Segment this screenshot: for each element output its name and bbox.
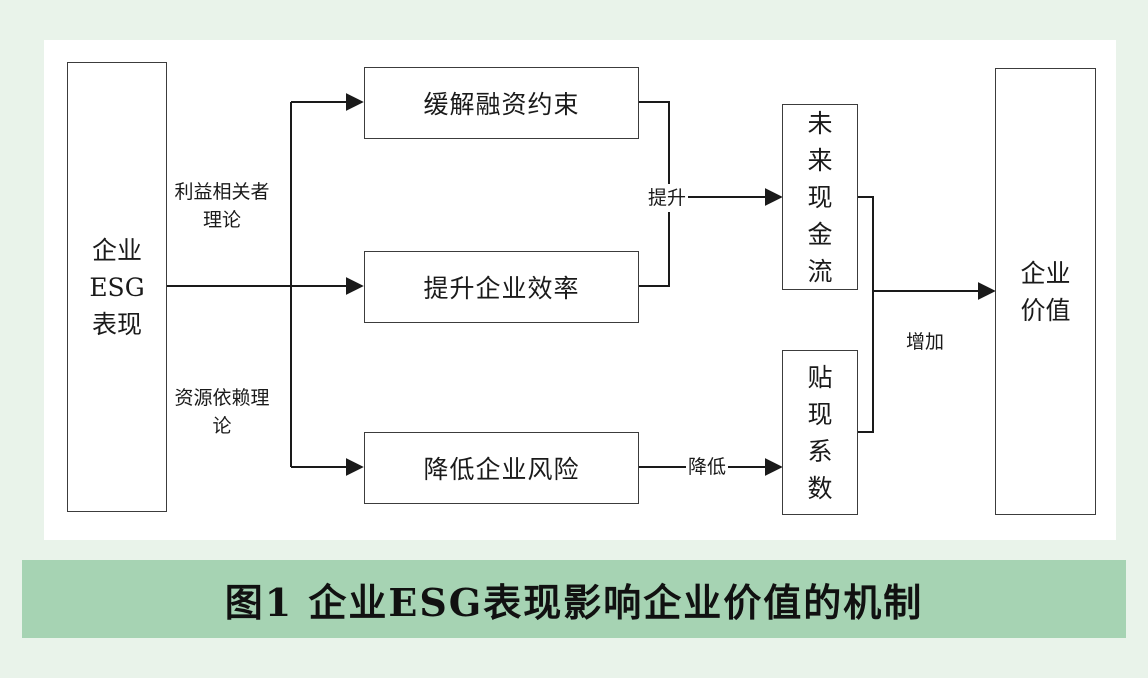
- discount-text: 贴现系数: [807, 362, 833, 503]
- financing-box: 缓解融资约束: [364, 67, 639, 139]
- source-box: 企业ESG表现: [67, 62, 167, 512]
- target-text: 企业价值: [1020, 258, 1071, 325]
- figure-caption: 图1 企业ESG表现影响企业价值的机制: [224, 579, 924, 625]
- efficiency-box: 提升企业效率: [364, 251, 639, 323]
- resource-dependence-label: 资源依赖理论: [174, 387, 270, 437]
- stakeholder-theory-label: 利益相关者理论: [174, 181, 270, 231]
- discount-box: 贴现系数: [782, 350, 858, 515]
- efficiency-text: 提升企业效率: [423, 274, 580, 303]
- cashflow-box: 未来现金流: [782, 104, 858, 290]
- source-text: 企业ESG表现: [89, 235, 145, 339]
- increase-label: 增加: [906, 331, 945, 353]
- cashflow-text: 未来现金流: [807, 108, 833, 286]
- risk-text: 降低企业风险: [423, 455, 580, 484]
- merge-right: [857, 196, 874, 433]
- caption-bar: 图1 企业ESG表现影响企业价值的机制: [22, 560, 1126, 638]
- target-box: 企业价值: [995, 68, 1096, 515]
- raise-label: 提升: [646, 184, 689, 212]
- risk-box: 降低企业风险: [364, 432, 639, 504]
- financing-text: 缓解融资约束: [423, 90, 580, 119]
- lower-label: 降低: [686, 453, 729, 481]
